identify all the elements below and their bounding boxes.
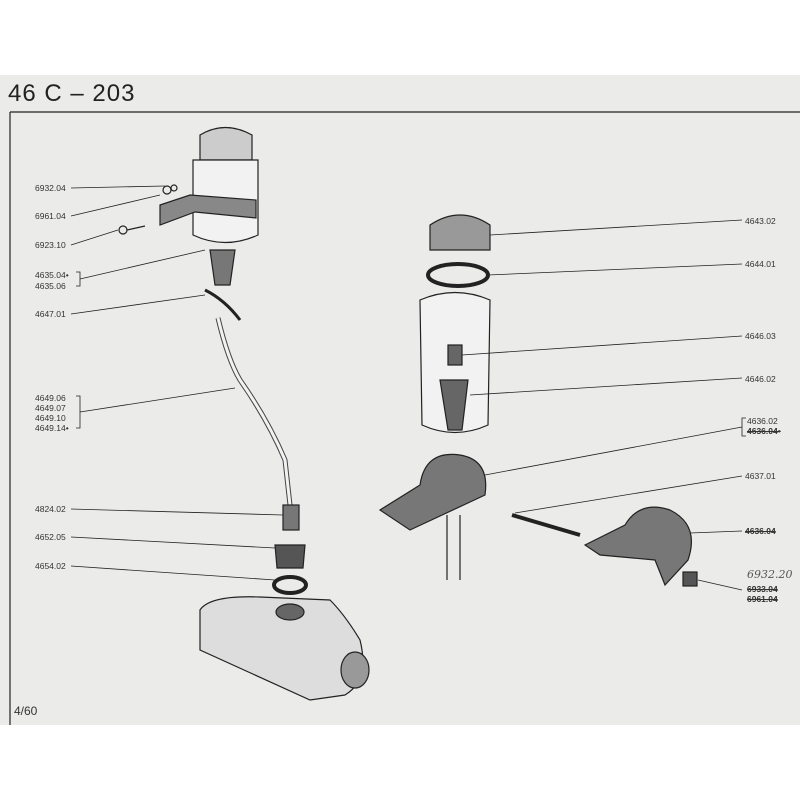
part-label: 6923.10 — [35, 240, 66, 250]
part-label: 4637.01 — [745, 471, 776, 481]
part-label: 6961.04 — [35, 211, 66, 221]
part-label: 4652.05 — [35, 532, 66, 542]
part-label: 4646.03 — [745, 331, 776, 341]
handwritten-label: 6932.20 — [747, 568, 793, 581]
page-title: 46 C – 203 — [8, 80, 136, 107]
part-label-struck: 4636.04• — [747, 426, 781, 436]
diagram-sheet — [0, 75, 800, 725]
part-label: 4649.06 — [35, 393, 66, 403]
part-label: 4649.10 — [35, 413, 66, 423]
part-label-struck: 6933.04 — [747, 584, 778, 594]
part-label: 4636.02 — [747, 416, 778, 426]
left-reservoir-assembly — [118, 126, 370, 701]
part-label: 4644.01 — [745, 259, 776, 269]
part-label: 4649.14• — [35, 423, 69, 433]
part-label: 4649.07 — [35, 403, 66, 413]
part-label: 4647.01 — [35, 309, 66, 319]
right-reservoir-exploded — [378, 214, 698, 587]
part-label: 4643.02 — [745, 216, 776, 226]
part-label: 4654.02 — [35, 561, 66, 571]
part-label: 4824.02 — [35, 504, 66, 514]
part-label: 4646.02 — [745, 374, 776, 384]
part-label: 4635.06 — [35, 281, 66, 291]
leader-lines — [70, 185, 746, 591]
part-label-struck: 4636.04 — [745, 526, 776, 536]
part-label: 6932.04 — [35, 183, 66, 193]
page-number: 4/60 — [14, 704, 38, 718]
part-label: 4635.04• — [35, 270, 69, 280]
part-label-struck: 6961.04 — [747, 594, 778, 604]
